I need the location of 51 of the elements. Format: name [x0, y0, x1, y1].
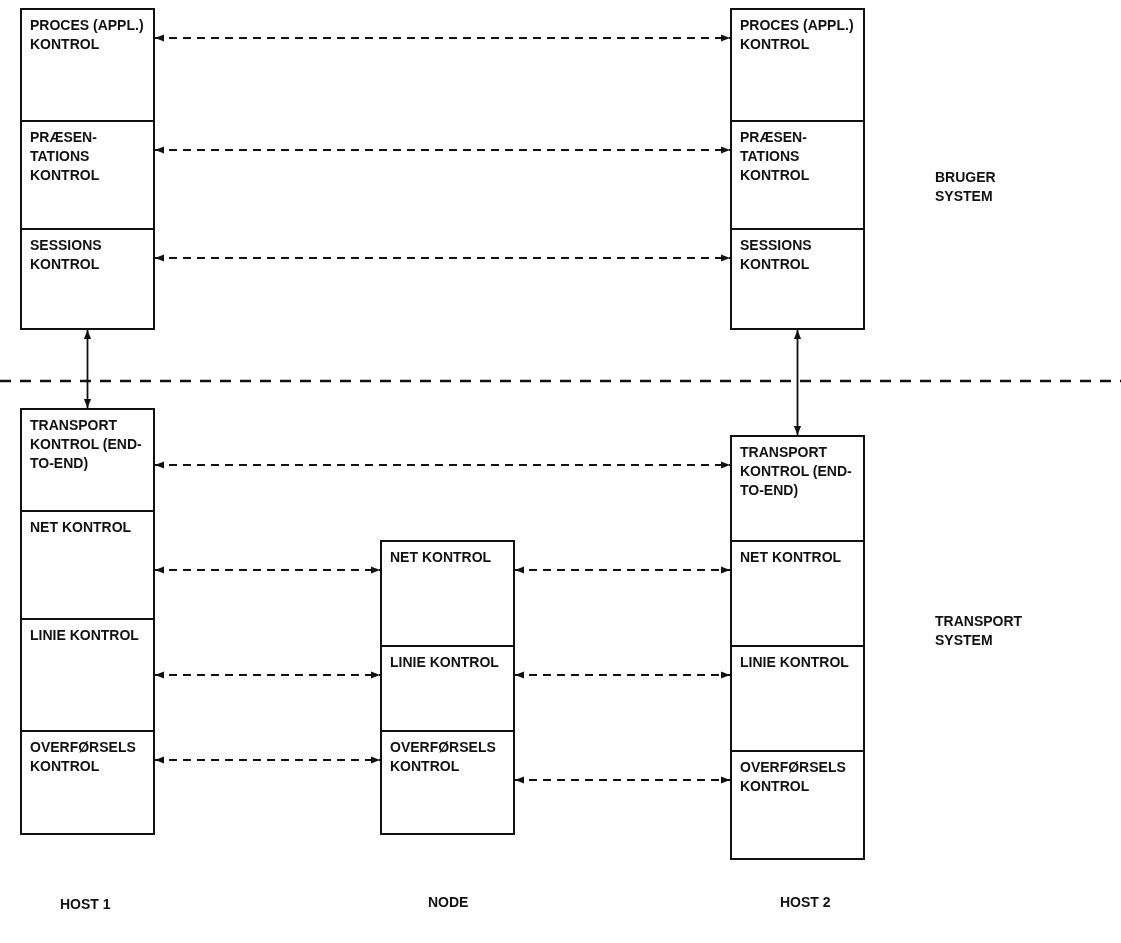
layer-label: TRANSPORT KONTROL (END-TO-END) [740, 443, 853, 500]
group-label: HOST 2 [780, 893, 832, 912]
double-arrow [154, 756, 381, 764]
layer-box [20, 408, 155, 512]
layer-label: PROCES (APPL.) KONTROL [740, 16, 855, 54]
layer-box [730, 435, 865, 542]
layer-label: NET KONTROL [390, 548, 493, 567]
layer-label: PROCES (APPL.) KONTROL [30, 16, 145, 54]
layer-box [730, 750, 865, 860]
layer-label: NET KONTROL [30, 518, 133, 537]
group-label: HOST 1 [60, 895, 112, 914]
double-arrow [154, 461, 731, 469]
layer-label: OVERFØRSELS KONTROL [740, 758, 847, 796]
layer-box [20, 730, 155, 835]
layer-box [380, 540, 515, 647]
layer-label: SESSIONS KONTROL [30, 236, 103, 274]
layer-label: TRANSPORT KONTROL (END-TO-END) [30, 416, 143, 473]
double-arrow [514, 671, 731, 679]
layer-box [20, 120, 155, 230]
layer-box [20, 228, 155, 330]
layer-box [380, 645, 515, 732]
group-label: NODE [428, 893, 470, 912]
layer-box [380, 730, 515, 835]
double-arrow [154, 254, 731, 262]
layer-box [20, 618, 155, 732]
layer-label: LINIE KONTROL [30, 626, 140, 645]
double-arrow [154, 566, 381, 574]
layer-label: OVERFØRSELS KONTROL [390, 738, 497, 776]
layer-label: OVERFØRSELS KONTROL [30, 738, 137, 776]
group-label: BRUGER SYSTEM [935, 168, 997, 206]
layer-box [730, 120, 865, 230]
layer-box [730, 645, 865, 752]
double-arrow [514, 566, 731, 574]
layer-label: SESSIONS KONTROL [740, 236, 813, 274]
layer-label: LINIE KONTROL [740, 653, 850, 672]
layer-label: LINIE KONTROL [390, 653, 500, 672]
layer-box [20, 8, 155, 122]
layer-box [730, 540, 865, 647]
group-label: TRANSPORT SYSTEM [935, 612, 1024, 650]
layer-label: NET KONTROL [740, 548, 843, 567]
layer-box [730, 228, 865, 330]
layer-label: PRÆSEN- TATIONS KONTROL [30, 128, 101, 185]
double-arrow [154, 146, 731, 154]
double-arrow [514, 776, 731, 784]
layer-box [730, 8, 865, 122]
layer-label: PRÆSEN- TATIONS KONTROL [740, 128, 811, 185]
double-arrow [793, 329, 802, 436]
layer-box [20, 510, 155, 620]
double-arrow [154, 671, 381, 679]
double-arrow [154, 34, 731, 42]
double-arrow [83, 329, 92, 409]
